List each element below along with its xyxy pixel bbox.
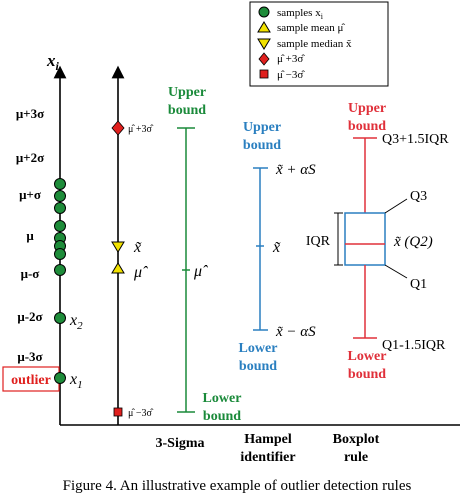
boxplot-upper-fence-label: Q3+1.5IQR bbox=[382, 132, 449, 147]
estimate-axis: μ̂ +3σ̂ x̃ μ̂ μ̂ −3σ̂ bbox=[111, 65, 154, 425]
legend-median-label: sample median x̃ bbox=[277, 38, 352, 50]
three-sigma-upper-label-2: bound bbox=[168, 103, 206, 118]
hampel-lower-expr: x̃ − αS bbox=[275, 324, 316, 340]
x1-label: x1 bbox=[69, 371, 83, 391]
mean-marker-label: μ̂ bbox=[133, 264, 148, 281]
sample-point bbox=[54, 202, 66, 214]
hampel-name-1: Hampel bbox=[244, 432, 292, 447]
upper-bound-marker bbox=[111, 120, 125, 136]
sample-point bbox=[54, 248, 66, 260]
tick-label-minus1: μ-σ bbox=[21, 266, 40, 281]
tick-label-minus3: μ-3σ bbox=[17, 349, 42, 364]
y-axis-title: xi bbox=[46, 51, 60, 73]
median-marker bbox=[111, 241, 125, 253]
x2-label: x2 bbox=[69, 312, 83, 332]
legend-mean-marker bbox=[257, 21, 271, 33]
iqr-label: IQR bbox=[306, 234, 331, 249]
three-sigma-upper-label-1: Upper bbox=[168, 85, 206, 100]
boxplot-name-2: rule bbox=[344, 450, 368, 465]
sample-point bbox=[54, 190, 66, 202]
boxplot-lower-label-2: bound bbox=[348, 367, 386, 382]
legend: samples xi sample mean μ̂ sample median … bbox=[249, 1, 389, 87]
axes: xi μ+3σ μ+2σ μ+σ μ μ-σ μ-2σ μ-3σ outlier bbox=[2, 51, 460, 426]
upper-bound-marker-label: μ̂ +3σ̂ bbox=[128, 124, 154, 135]
sample-point bbox=[54, 264, 66, 276]
q1-label: Q1 bbox=[410, 277, 427, 292]
hampel-identifier: Upper bound x̃ + αS x̃ x̃ − αS Lower bou… bbox=[239, 120, 317, 465]
legend-median-marker bbox=[257, 38, 271, 50]
legend-frame bbox=[249, 1, 389, 87]
outlier-label: outlier bbox=[11, 373, 51, 388]
sample-point bbox=[54, 220, 66, 232]
legend-mean-label: sample mean μ̂ bbox=[277, 22, 345, 34]
boxplot-rule: Upper bound Q3+1.5IQR Q1-1.5IQR Lower bo… bbox=[306, 101, 449, 465]
three-sigma-lower-label-2: bound bbox=[203, 409, 241, 424]
tick-label-minus2: μ-2σ bbox=[17, 309, 42, 324]
three-sigma-rule: Upper bound μ̂ Lower bound 3-Sigma bbox=[156, 85, 242, 451]
sample-point-x2 bbox=[54, 312, 66, 324]
lower-bound-marker-label: μ̂ −3σ̂ bbox=[128, 408, 154, 419]
tick-label-plus1: μ+σ bbox=[19, 187, 41, 202]
boxplot-name-1: Boxplot bbox=[333, 432, 380, 447]
three-sigma-center-label: μ̂ bbox=[193, 263, 208, 280]
boxplot-lower-label-1: Lower bbox=[348, 349, 387, 364]
median-marker-label: x̃ bbox=[133, 239, 142, 256]
tick-label-mu: μ bbox=[26, 228, 34, 243]
q3-label: Q3 bbox=[410, 189, 427, 204]
boxplot-upper-label-2: bound bbox=[348, 119, 386, 134]
sample-point bbox=[54, 178, 66, 190]
legend-lower-marker bbox=[259, 69, 269, 79]
lower-bound-marker bbox=[113, 407, 123, 417]
legend-samples-label: samples xi bbox=[277, 7, 324, 21]
legend-lower-label: μ̂ −3σ̂ bbox=[277, 69, 305, 81]
hampel-upper-label-1: Upper bbox=[243, 120, 281, 135]
legend-upper-label: μ̂ +3σ̂ bbox=[277, 53, 305, 65]
hampel-upper-expr: x̃ + αS bbox=[275, 162, 316, 178]
hampel-name-2: identifier bbox=[240, 450, 295, 465]
tick-label-plus2: μ+2σ bbox=[16, 150, 44, 165]
sample-point-x1 bbox=[54, 372, 66, 384]
sample-points: x2 x1 bbox=[54, 178, 83, 391]
boxplot-box bbox=[344, 212, 386, 266]
hampel-upper-label-2: bound bbox=[243, 138, 281, 153]
hampel-center-label: x̃ bbox=[272, 239, 281, 256]
boxplot-upper-label-1: Upper bbox=[348, 101, 386, 116]
hampel-lower-label-1: Lower bbox=[239, 341, 278, 356]
q3-leader bbox=[384, 198, 408, 214]
q1-leader bbox=[384, 264, 408, 279]
legend-samples-marker bbox=[258, 6, 270, 18]
figure-caption: Figure 4. An illustrative example of out… bbox=[63, 478, 412, 494]
boxplot-lower-fence-label: Q1-1.5IQR bbox=[382, 338, 446, 353]
hampel-lower-label-2: bound bbox=[239, 359, 277, 374]
q2-label: x̃ (Q2) bbox=[393, 234, 433, 250]
tick-label-plus3: μ+3σ bbox=[16, 106, 44, 121]
mean-marker bbox=[111, 262, 125, 274]
legend-upper-marker bbox=[258, 52, 270, 66]
three-sigma-lower-label-1: Lower bbox=[203, 391, 242, 406]
three-sigma-name: 3-Sigma bbox=[156, 436, 205, 451]
